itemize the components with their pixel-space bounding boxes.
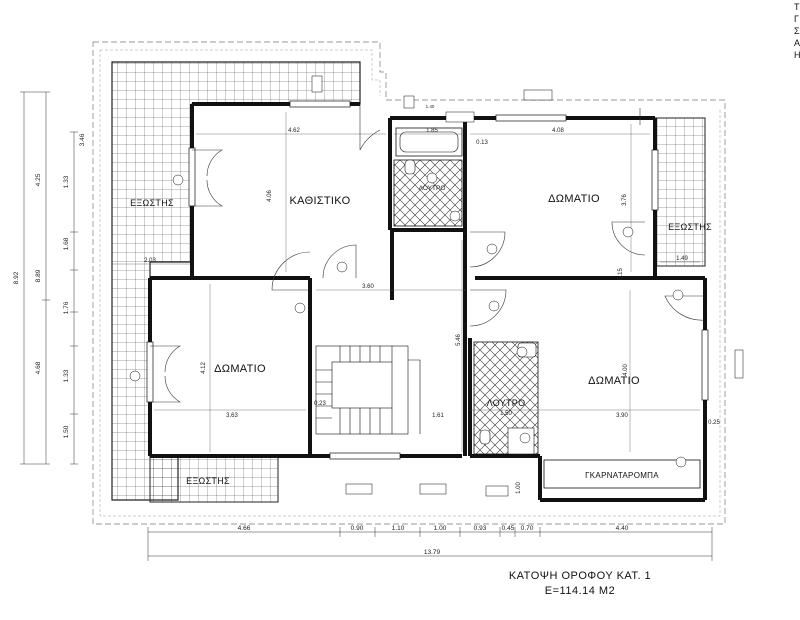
room-label-bath-top: ΛΟΥΤΡΟ bbox=[419, 185, 446, 192]
left-dim-seg-0: 4.25 bbox=[35, 173, 42, 186]
corner-letter-4: Η bbox=[794, 50, 800, 60]
interior-dim-lines bbox=[112, 112, 700, 452]
left-dim-total: 8.92 bbox=[13, 271, 20, 284]
bottom-dimension-strip bbox=[147, 527, 713, 561]
plan-caption-title: ΚΑΤΟΨΗ ΟΡΟΦΟΥ ΚΑΤ. 1 bbox=[508, 570, 652, 582]
room-label-living: ΚΑΘΙΣΤΙΚΟ bbox=[290, 195, 351, 207]
room-label-bath-bottom: ΛΟΥΤΡΟ bbox=[487, 398, 526, 408]
staircase bbox=[315, 345, 421, 435]
bottom-dim-seg-1: 0.90 bbox=[351, 525, 364, 532]
corner-letter-3: Α bbox=[794, 38, 800, 48]
windows bbox=[146, 100, 709, 460]
bottom-dim-seg-3: 1.00 bbox=[434, 525, 447, 532]
bottom-dim-seg-0: 4.66 bbox=[238, 525, 251, 532]
opening-tags bbox=[311, 75, 744, 497]
elevation-tags bbox=[129, 172, 687, 468]
left-dim-seg-1: 1.33 bbox=[63, 175, 70, 188]
dim-wall-b: 0.23 bbox=[314, 401, 326, 407]
room-label-balcony-bottom: ΕΞΩΣΤΗΣ bbox=[186, 476, 230, 486]
room-label-bedroom-right: ΔΩΜΑΤΙΟ bbox=[588, 375, 640, 387]
dim-living-height: 4.06 bbox=[267, 190, 273, 202]
dim-left-balcony-width: 2.03 bbox=[144, 258, 156, 264]
room-label-bedroom-left: ΔΩΜΑΤΙΟ bbox=[214, 363, 266, 375]
room-label-wardrobe: ΓΚΑΡΝΑΤΑΡΟΜΠΑ bbox=[585, 471, 659, 480]
left-dim-subtotal: 8.89 bbox=[35, 269, 42, 282]
dim-corridor-length: 5.46 bbox=[456, 334, 462, 346]
corner-letter-2: Σ bbox=[794, 26, 800, 36]
bottom-dim-seg-5: 0.45 bbox=[502, 525, 515, 532]
dim-living-width: 4.62 bbox=[288, 128, 300, 134]
bottom-dim-total: 13.79 bbox=[424, 549, 441, 556]
toilet bbox=[404, 159, 416, 175]
dim-bath-top-width: 1.85 bbox=[426, 128, 438, 134]
dim-bedroom-center-width: 4.08 bbox=[552, 128, 564, 134]
dim-wall-c: 0.15 bbox=[618, 268, 624, 280]
bathtub bbox=[395, 127, 463, 157]
dim-bedroom-left-width: 3.63 bbox=[226, 413, 238, 419]
dim-bedroom-center-height: 3.76 bbox=[622, 194, 628, 206]
dim-balcony-right-width: 1.49 bbox=[676, 256, 688, 262]
room-label-balcony-right: ΕΞΩΣΤΗΣ bbox=[668, 222, 712, 232]
dim-wall-g: 1.00 bbox=[516, 482, 522, 494]
plan-caption-area: E=114.14 M2 bbox=[544, 585, 616, 597]
left-dim-seg-2: 1.68 bbox=[63, 237, 70, 250]
dim-bedroom-right-width: 3.90 bbox=[616, 413, 628, 419]
corner-letter-0: Τ bbox=[794, 2, 800, 12]
dim-bath-bottom-width: 1.50 bbox=[500, 411, 512, 417]
left-dim-seg-3: 1.76 bbox=[63, 301, 70, 314]
dim-wall-a: 0.13 bbox=[476, 140, 488, 146]
left-dim-top-small: 3.46 bbox=[79, 133, 86, 146]
dim-stair-width: 1.61 bbox=[432, 413, 444, 419]
bottom-dim-seg-7: 4.40 bbox=[616, 525, 629, 532]
doors bbox=[150, 104, 706, 403]
bottom-dim-seg-2: 1.10 bbox=[392, 525, 405, 532]
roof-outline bbox=[92, 41, 726, 525]
dim-wall-d: 0.25 bbox=[708, 420, 720, 426]
roof-outline-inner bbox=[99, 49, 721, 517]
bottom-dim-seg-4: 0.93 bbox=[474, 525, 487, 532]
dim-bedroom-left-height: 4.12 bbox=[201, 362, 207, 374]
corner-letter-1: Γ bbox=[794, 14, 799, 24]
left-dimension-strip bbox=[20, 91, 78, 465]
left-dim-lower: 4.68 bbox=[35, 361, 42, 374]
left-dim-seg-4: 1.33 bbox=[63, 369, 70, 382]
dim-bedroom-right-height: 4.00 bbox=[623, 364, 629, 376]
room-label-bedroom-center: ΔΩΜΑΤΙΟ bbox=[548, 193, 600, 205]
bottom-dim-seg-6: 0.70 bbox=[521, 525, 534, 532]
room-label-balcony-left: ΕΞΩΣΤΗΣ bbox=[130, 198, 174, 208]
dim-wall-f: 1.40 bbox=[426, 104, 435, 109]
balcony-right-area bbox=[654, 117, 706, 267]
dim-hall-width: 3.60 bbox=[362, 284, 374, 290]
left-dim-seg-5: 1.50 bbox=[63, 425, 70, 438]
wardrobe-box bbox=[543, 459, 701, 489]
